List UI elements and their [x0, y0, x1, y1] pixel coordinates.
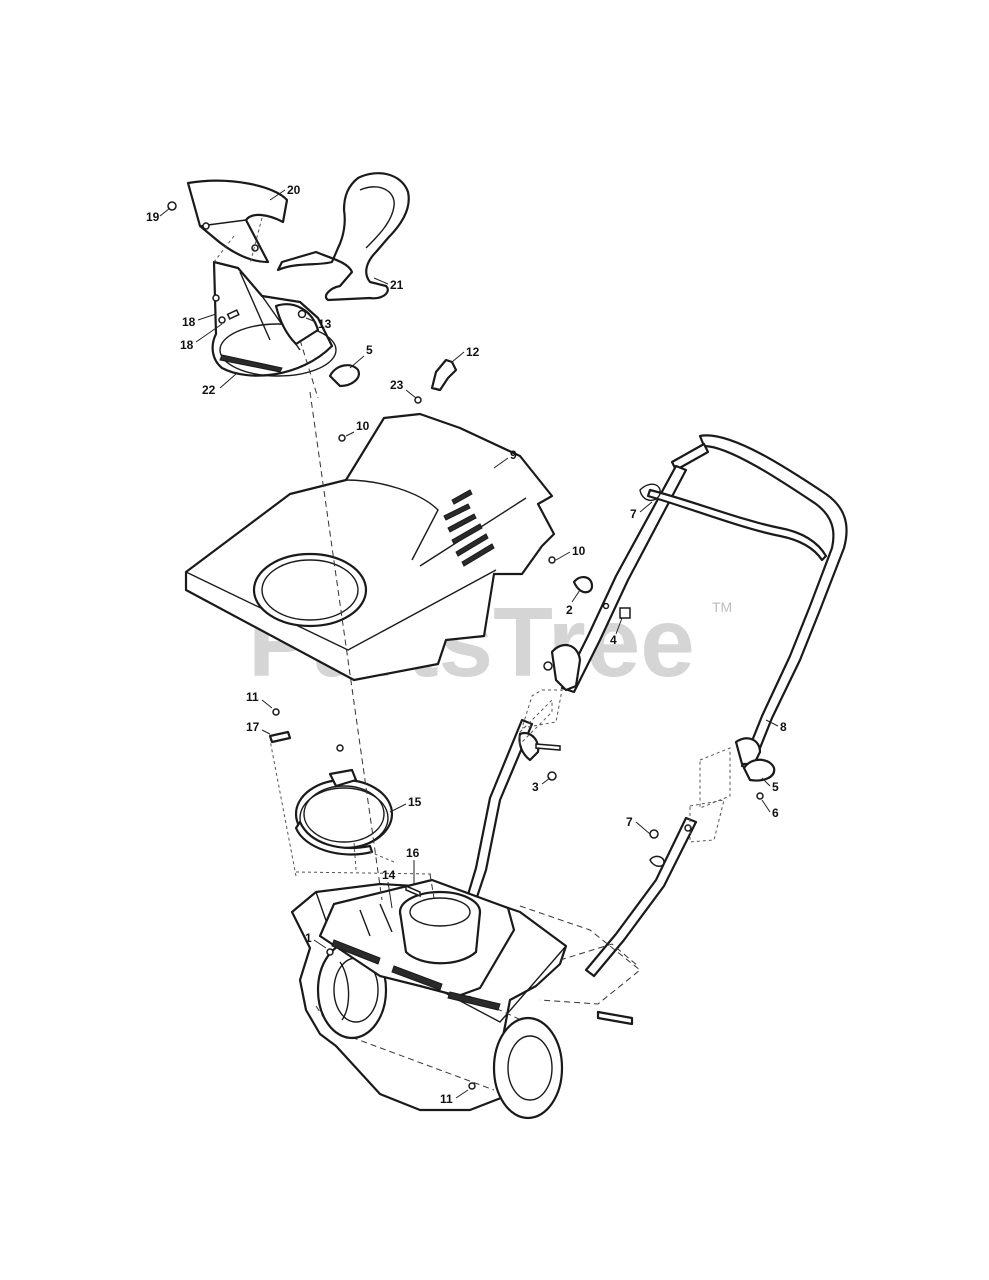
handle-assembly — [456, 434, 848, 978]
clip-16 — [405, 884, 421, 898]
chute-assembly — [167, 172, 458, 404]
chute-handle — [276, 172, 410, 302]
callout-23: 23 — [390, 378, 404, 392]
watermark-trademark: TM — [712, 599, 732, 615]
callout-15: 15 — [408, 795, 422, 809]
shroud-opening — [252, 552, 368, 628]
lower-handle-right — [584, 816, 698, 978]
callout-13: 13 — [318, 317, 332, 331]
callout-19: 19 — [146, 210, 160, 224]
callout-21: 21 — [390, 278, 404, 292]
nut-4 — [619, 607, 631, 619]
callout-2: 2 — [566, 603, 573, 617]
callout-22: 22 — [202, 383, 216, 397]
shroud-cover — [184, 412, 556, 682]
handle-left-rail — [560, 464, 688, 694]
control-cable — [646, 488, 828, 562]
callout-20: 20 — [287, 183, 301, 197]
assembly-leaders — [213, 217, 435, 901]
chute-clip — [430, 358, 458, 392]
auger-drum-right — [492, 1016, 564, 1120]
callout-18a: 18 — [182, 315, 196, 329]
callout-9: 9 — [510, 448, 517, 462]
screw-10 — [338, 434, 346, 442]
callout-5b: 5 — [772, 780, 779, 794]
auger-housing — [290, 878, 641, 1120]
wing-knob — [328, 364, 360, 388]
callout-labels: 19 20 21 18 18 13 5 12 22 23 10 9 — [146, 183, 787, 1106]
washer-17 — [268, 730, 292, 744]
callout-10a: 10 — [356, 419, 370, 433]
callout-1: 1 — [305, 931, 312, 945]
pivot-bracket-upper — [550, 643, 582, 692]
callout-17: 17 — [246, 720, 260, 734]
shroud-vents — [443, 489, 495, 567]
screw-13 — [297, 309, 307, 319]
callout-7a: 7 — [630, 507, 637, 521]
flange-keeper — [328, 768, 358, 788]
callout-14: 14 — [382, 868, 396, 882]
chute-base — [211, 260, 334, 377]
callout-11b: 11 — [440, 1092, 453, 1106]
wing-knob-handle — [742, 758, 776, 782]
callout-8: 8 — [780, 720, 787, 734]
callout-3: 3 — [532, 780, 539, 794]
callout-5a: 5 — [366, 343, 373, 357]
callout-10b: 10 — [572, 544, 586, 558]
nut-6 — [756, 792, 764, 800]
chute-ring-assembly — [268, 708, 395, 877]
callout-18b: 18 — [180, 338, 194, 352]
callout-12: 12 — [466, 345, 480, 359]
callout-7b: 7 — [626, 815, 633, 829]
callout-11a: 11 — [246, 690, 259, 704]
callout-16: 16 — [406, 846, 420, 860]
callout-4: 4 — [610, 633, 617, 647]
callout-6: 6 — [772, 806, 779, 820]
